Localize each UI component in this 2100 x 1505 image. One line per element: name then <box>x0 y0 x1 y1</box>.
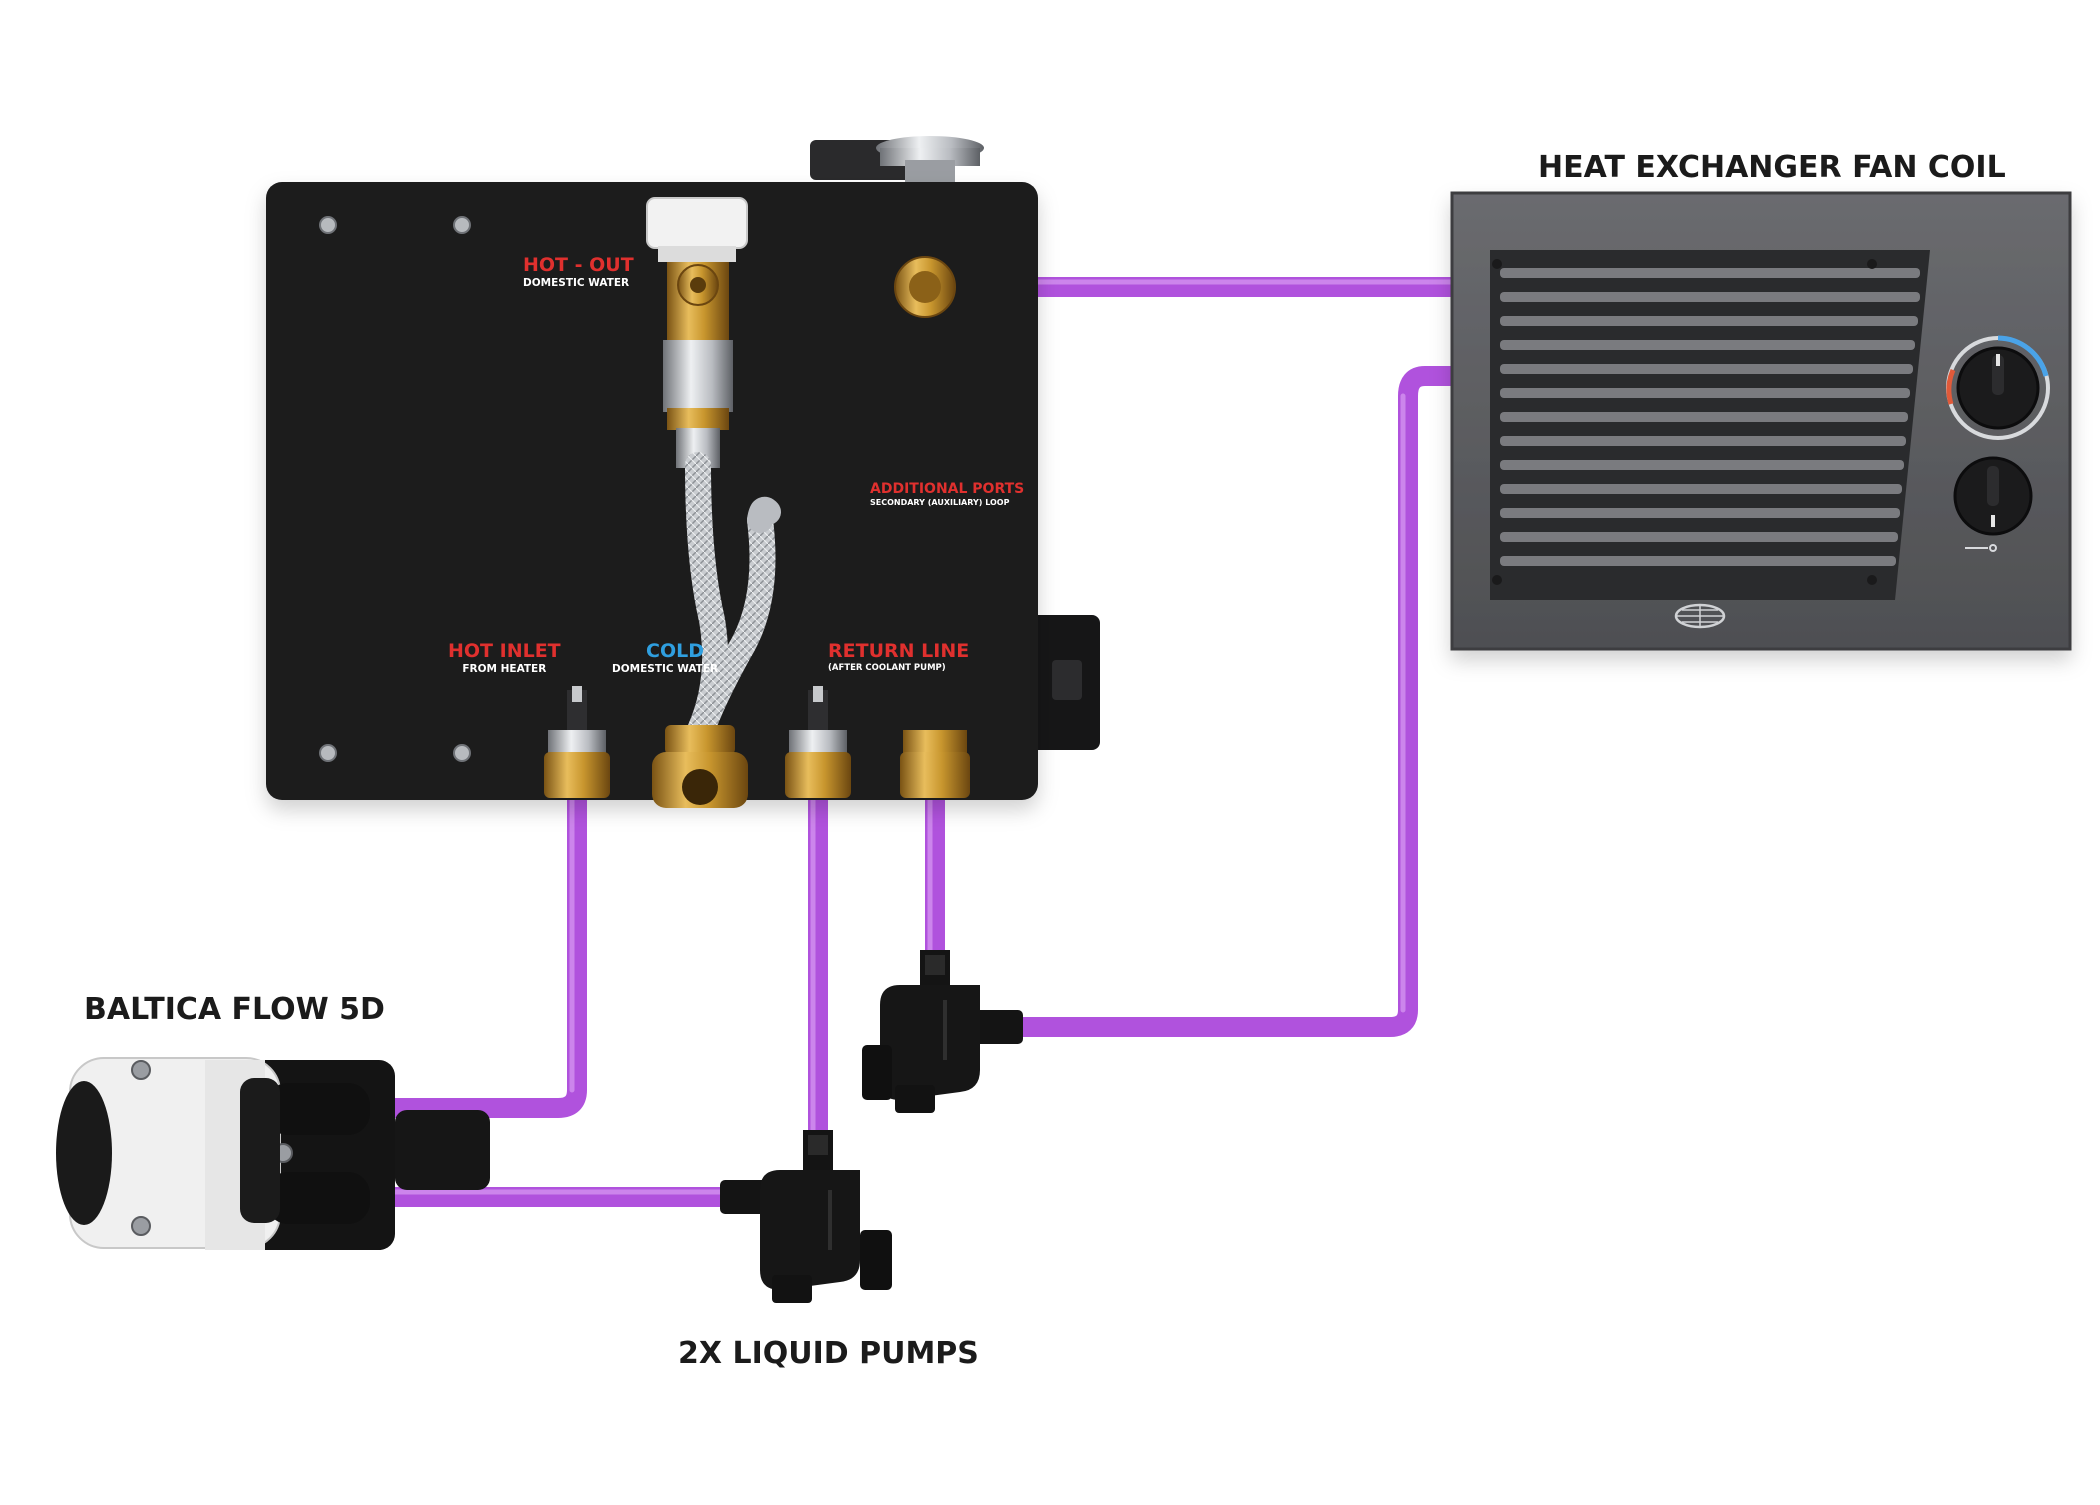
hot-out-valve <box>646 197 748 468</box>
pump-port-lower <box>266 1172 370 1224</box>
lower-liquid-pump <box>720 1130 892 1303</box>
panel-body <box>266 182 1038 800</box>
cold-in-port <box>652 725 748 808</box>
pipe-fan-coil-to-return-pump <box>1005 366 1470 1037</box>
purple-pipes <box>360 277 1470 1207</box>
fan-coil-grille <box>1490 250 1930 600</box>
mounting-screws <box>319 216 471 762</box>
pump-motor <box>395 1110 490 1190</box>
fan-speed-knob <box>1953 456 2033 552</box>
return-line-port <box>900 730 970 798</box>
label-return-line-sub: (AFTER COOLANT PUMP) <box>828 663 946 673</box>
label-cold-in-sub: DOMESTIC WATER <box>612 663 719 675</box>
baltica-flow-pump <box>56 1057 490 1250</box>
callout-fan-coil: HEAT EXCHANGER FAN COIL <box>1538 150 2006 185</box>
pump-port-upper <box>266 1083 370 1135</box>
heat-exchanger-fan-coil <box>1450 191 2072 651</box>
bottom-ports <box>544 686 970 808</box>
label-additional-ports-sub: SECONDARY (AUXILIARY) LOOP <box>870 498 1010 507</box>
label-return-line: RETURN LINE (AFTER COOLANT PUMP) <box>828 642 969 673</box>
label-hot-out-title: HOT - OUT <box>523 254 634 276</box>
label-hot-inlet-sub: FROM HEATER <box>462 663 547 675</box>
temperature-knob <box>1946 335 2050 440</box>
braided-hoses <box>685 452 781 748</box>
return-coolant-pump <box>862 950 1023 1113</box>
auxiliary-port <box>785 686 851 798</box>
water-distribution-panel <box>266 136 1100 800</box>
grille-louvers <box>1500 268 1920 566</box>
label-additional-ports: ADDITIONAL PORTS SECONDARY (AUXILIARY) L… <box>870 482 1024 507</box>
hot-out-port-fitting <box>894 256 956 318</box>
label-hot-inlet: HOT INLET FROM HEATER <box>448 642 561 675</box>
label-hot-inlet-title: HOT INLET <box>448 640 561 662</box>
label-hot-out-sub: DOMESTIC WATER <box>523 277 630 289</box>
label-cold-in: COLD DOMESTIC WATER <box>612 642 718 675</box>
callout-baltica-flow: BALTICA FLOW 5D <box>84 992 385 1027</box>
label-return-line-title: RETURN LINE <box>828 640 970 662</box>
pipe-hot-inlet-to-baltica <box>360 780 587 1118</box>
label-additional-ports-title: ADDITIONAL PORTS <box>870 481 1025 497</box>
hot-inlet-port <box>544 686 610 798</box>
label-cold-in-title: COLD <box>646 640 704 662</box>
label-hot-out: HOT - OUT DOMESTIC WATER <box>523 256 634 289</box>
brand-logo-icon <box>1674 603 1726 629</box>
callout-liquid-pumps: 2X LIQUID PUMPS <box>678 1336 979 1371</box>
